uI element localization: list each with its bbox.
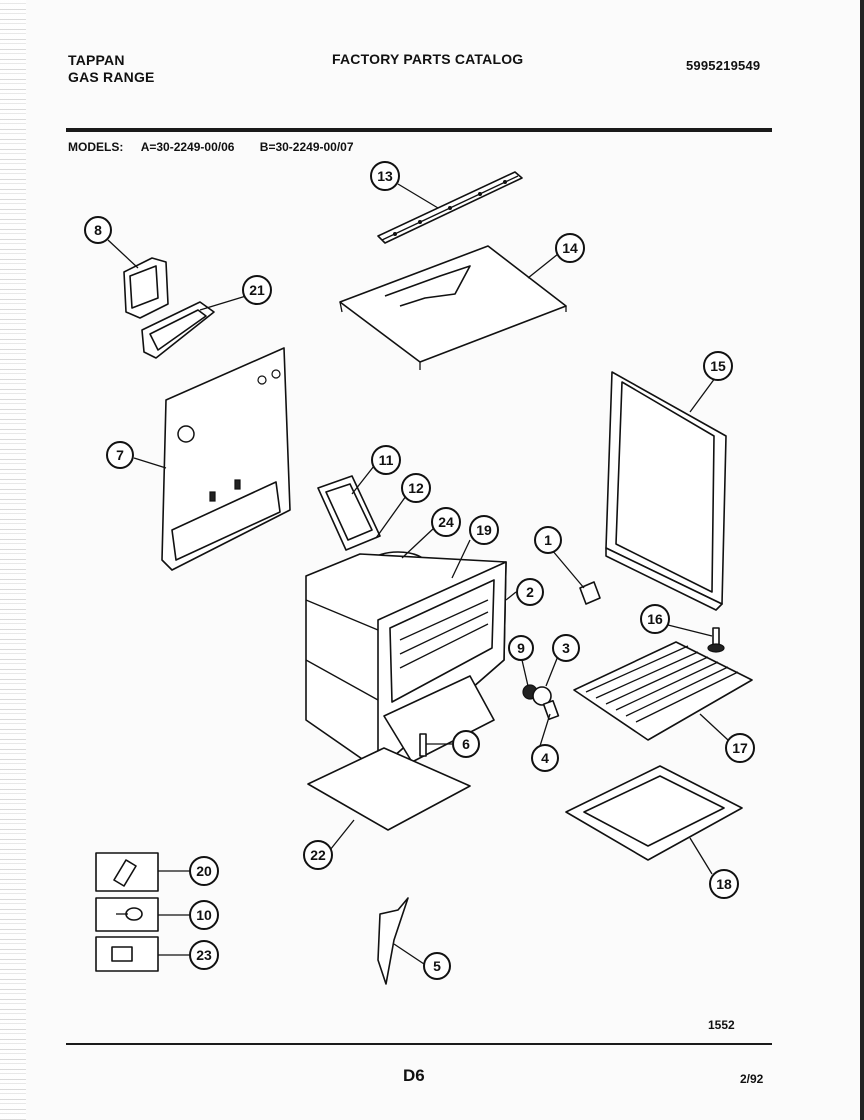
svg-text:1: 1 [544,532,552,548]
svg-text:20: 20 [196,863,212,879]
part-20-box [95,852,159,892]
scan-right-edge [860,0,864,1120]
part-21-frame [141,301,215,359]
callout-5: 5 [423,952,451,980]
callout-20: 20 [189,856,219,886]
svg-text:11: 11 [379,452,394,468]
svg-text:9: 9 [517,640,525,656]
page-number: D6 [403,1066,425,1085]
svg-text:7: 7 [116,447,124,463]
part-10-box [95,897,159,932]
part-2-oven-body [305,553,507,771]
svg-text:21: 21 [249,282,265,298]
svg-text:14: 14 [562,240,578,256]
callout-15: 15 [703,351,733,381]
part-13-rail [377,171,523,244]
catalog-title: FACTORY PARTS CATALOG [332,51,524,67]
part-9-3-4-valve-assembly [522,684,560,721]
callout-1: 1 [534,526,562,554]
part-17-oven-rack [573,641,753,741]
svg-text:17: 17 [732,740,748,756]
callout-2: 2 [516,578,544,606]
callout-23: 23 [189,940,219,970]
product-type: GAS RANGE [68,69,155,85]
callout-22: 22 [303,840,333,870]
callout-6: 6 [452,730,480,758]
callout-21: 21 [242,275,272,305]
part-22-bottom-panel [307,747,471,831]
callout-13: 13 [370,161,400,191]
leader-lines [107,183,729,965]
brand-block: TAPPAN GAS RANGE [68,52,155,86]
catalog-part-number: 5995219549 [686,58,761,73]
callout-24: 24 [431,507,461,537]
svg-text:15: 15 [710,358,726,374]
part-5-bracket [377,897,409,985]
svg-text:12: 12 [408,480,424,496]
part-1-clip [579,581,601,605]
callout-3: 3 [552,634,580,662]
models-label: MODELS: [68,140,124,154]
callout-11: 11 [371,445,401,475]
callout-7: 7 [106,441,134,469]
svg-text:22: 22 [310,847,326,863]
models-line: MODELS: A=30-2249-00/06 B=30-2249-00/07 [68,140,354,154]
svg-text:2: 2 [526,584,534,600]
part-23-box [95,936,159,972]
brand-name: TAPPAN [68,52,125,68]
svg-text:4: 4 [541,750,549,766]
svg-text:18: 18 [716,876,732,892]
figure-id: 1552 [708,1018,735,1032]
model-a: A=30-2249-00/06 [140,140,235,154]
callout-19: 19 [469,515,499,545]
svg-text:24: 24 [438,514,454,530]
part-11-burner-box [317,475,381,551]
callout-18: 18 [709,869,739,899]
part-18-broiler-pan [565,765,743,861]
part-15-side-panel [605,371,727,611]
callout-14: 14 [555,233,585,263]
svg-text:16: 16 [647,611,663,627]
part-6-clip [419,733,427,757]
scan-edge-noise [0,0,26,1120]
callout-17: 17 [725,733,755,763]
svg-text:3: 3 [562,640,570,656]
svg-text:8: 8 [94,222,102,238]
callout-10: 10 [189,900,219,930]
svg-text:6: 6 [462,736,470,752]
header-rule [66,128,772,132]
svg-text:23: 23 [196,947,212,963]
svg-text:13: 13 [377,168,393,184]
callout-4: 4 [531,744,559,772]
revision-date: 2/92 [740,1072,764,1086]
svg-text:5: 5 [433,958,441,974]
callout-9: 9 [508,635,534,661]
part-16-leveler [707,627,725,653]
callout-12: 12 [401,473,431,503]
footer-rule [66,1043,772,1045]
model-b: B=30-2249-00/07 [259,140,354,154]
part-8-bracket [123,257,169,319]
callout-16: 16 [640,604,670,634]
part-14-top-panel [339,245,567,370]
callout-8: 8 [84,216,112,244]
part-7-back-panel [161,347,291,571]
svg-text:10: 10 [196,907,212,923]
svg-text:19: 19 [476,522,492,538]
